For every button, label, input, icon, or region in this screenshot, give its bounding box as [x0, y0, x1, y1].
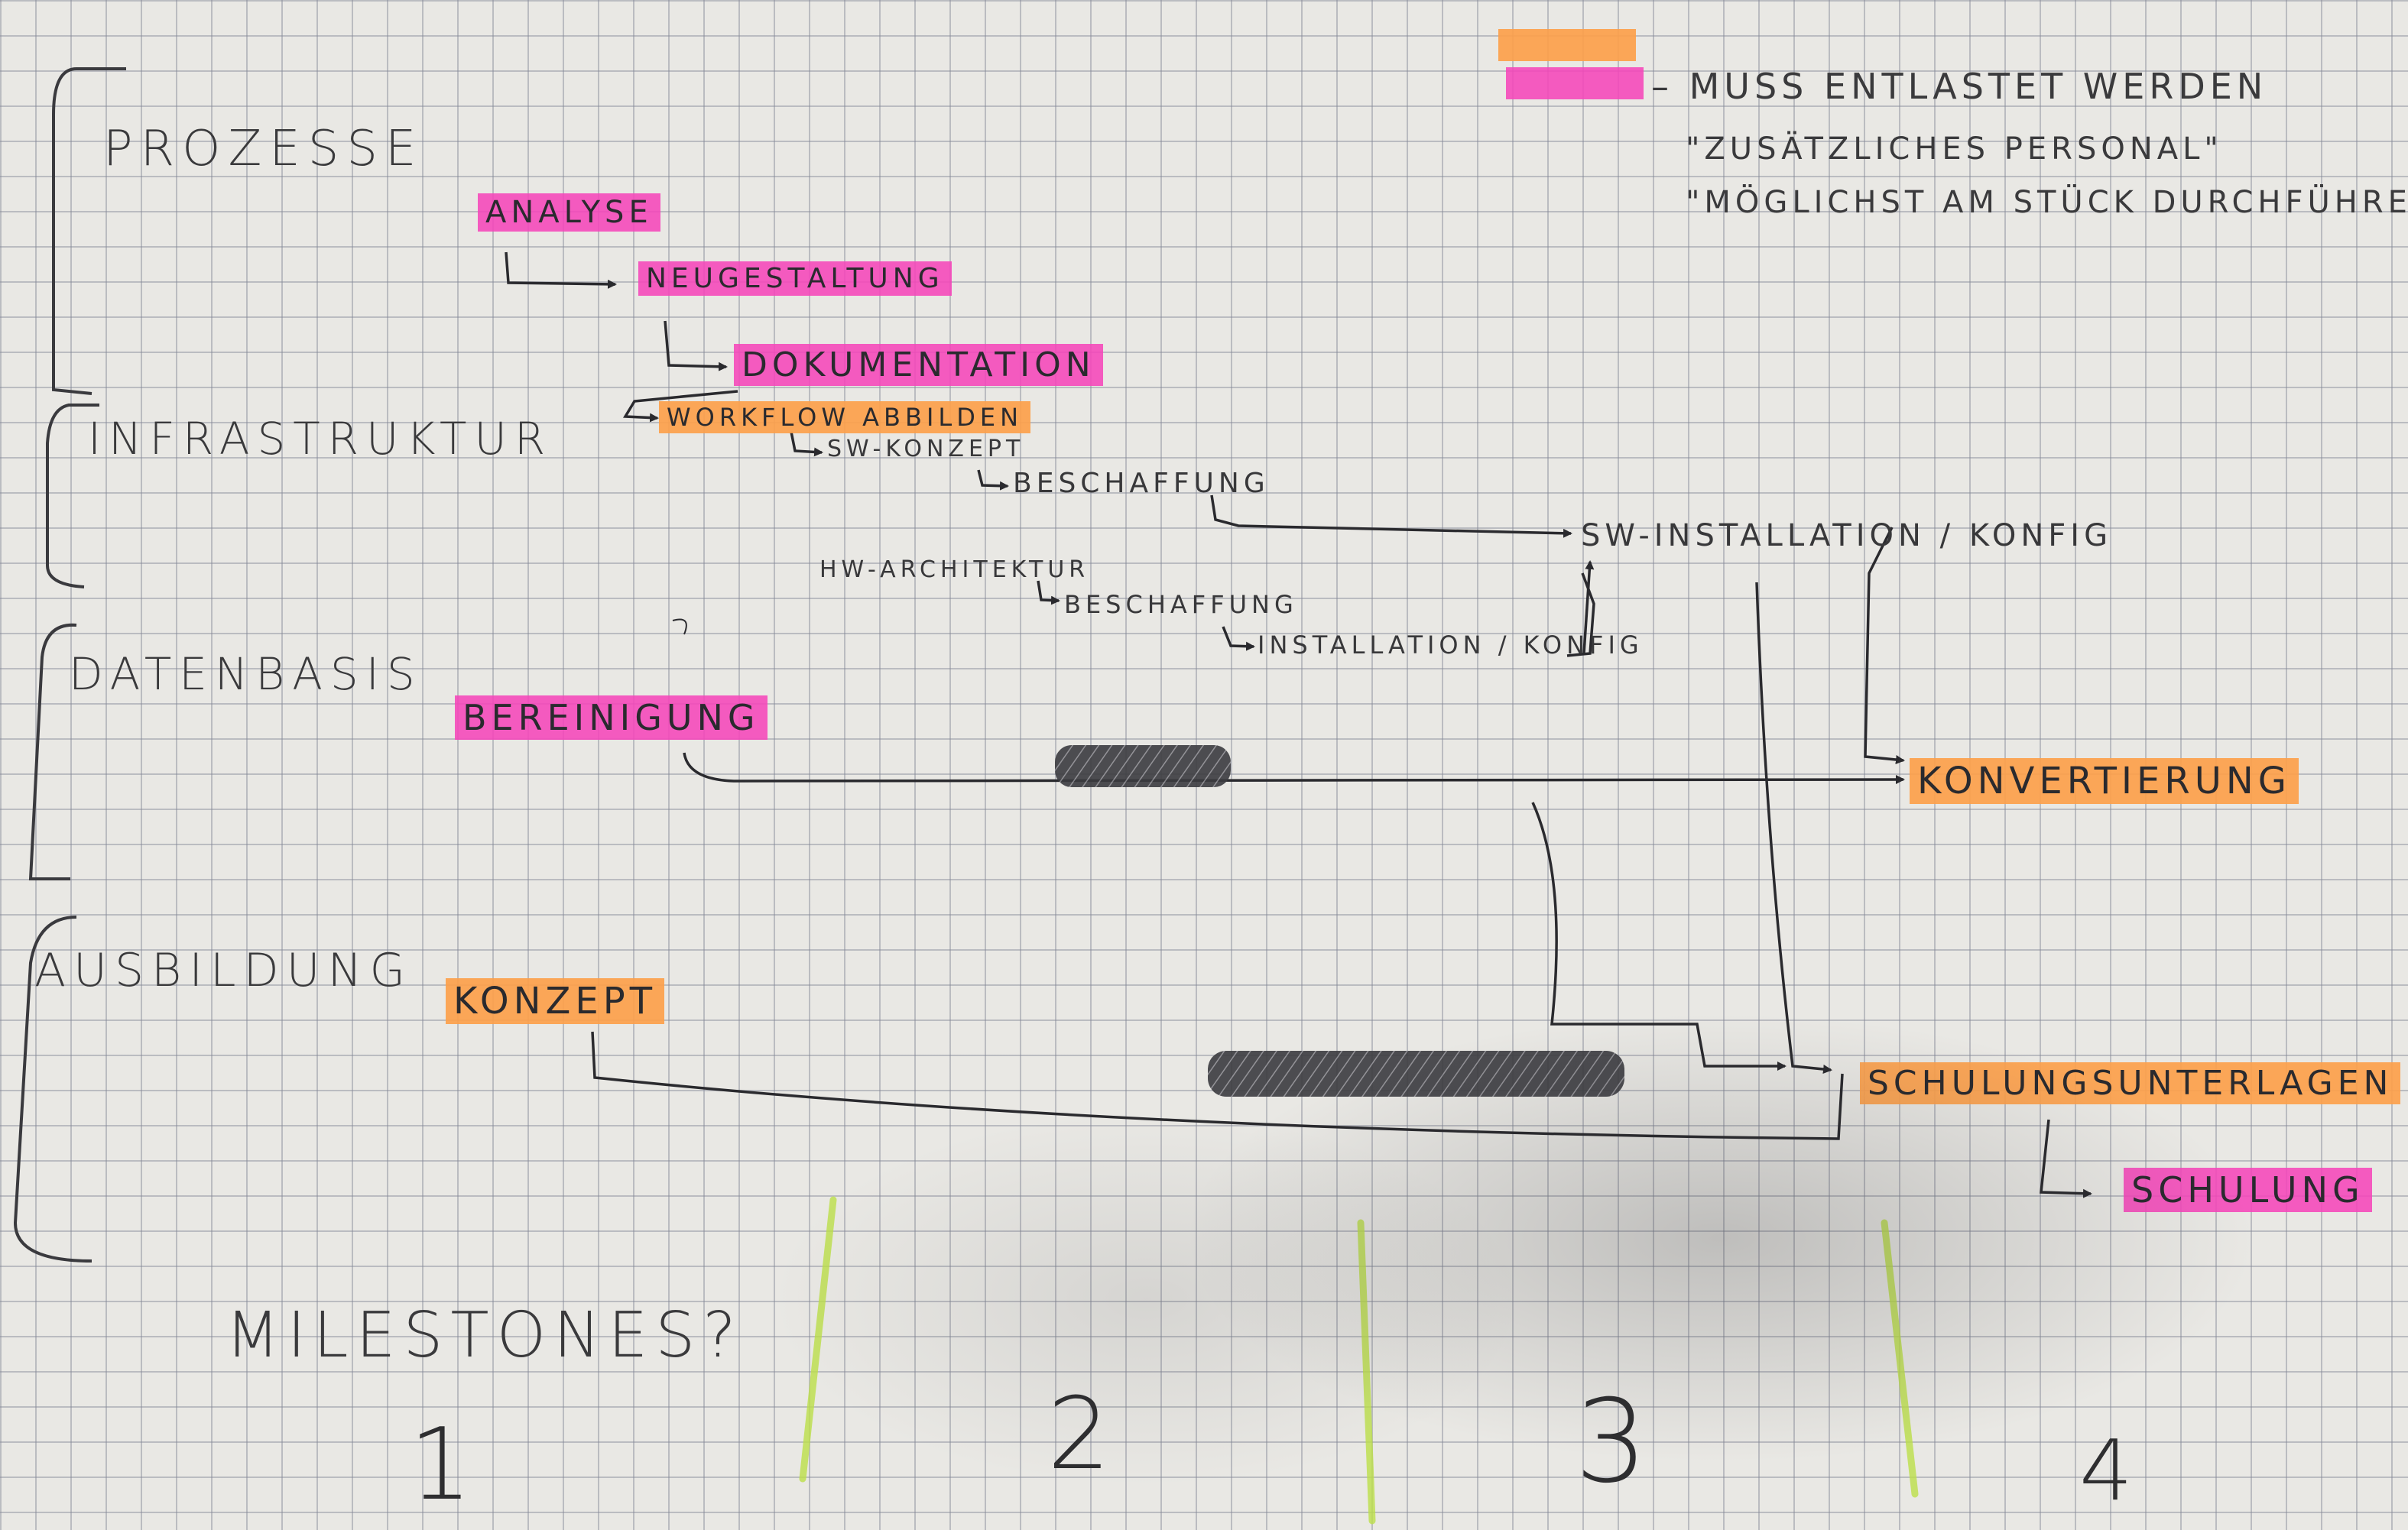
task-workflow-abbilden: WORKFLOW ABBILDEN: [659, 401, 1030, 433]
legend-note-1: "ZUSÄTZLICHES PERSONAL": [1686, 131, 2223, 167]
task-installation-konfig: INSTALLATION / KONFIG: [1258, 630, 1644, 660]
category-ausbildung: AUSBILDUNG: [34, 944, 413, 997]
task-schulungsunterlagen: SCHULUNGSUNTERLAGEN: [1860, 1062, 2401, 1104]
milestone-separator-2: [1357, 1219, 1376, 1525]
task-konzept: KONZEPT: [446, 978, 665, 1024]
legend-swatch-pink: [1506, 67, 1644, 99]
category-prozesse: PROZESSE: [103, 121, 424, 177]
category-infrastruktur: INFRASTRUKTUR: [88, 413, 553, 465]
task-beschaffung-hw: BESCHAFFUNG: [1064, 590, 1298, 619]
scribble-ausbildung: [1208, 1051, 1624, 1097]
bracket-prozesse: [52, 67, 126, 395]
legend-note-2: "MÖGLICHST AM STÜCK DURCHFÜHREN: [1686, 185, 2408, 220]
milestones-title: MILESTONES?: [226, 1299, 744, 1372]
milestone-label-2: 2: [1047, 1376, 1115, 1492]
milestone-label-3: 3: [1575, 1376, 1653, 1509]
category-datenbasis: DATENBASIS: [69, 648, 423, 700]
milestone-label-1: 1: [409, 1406, 477, 1522]
task-konvertierung: KONVERTIERUNG: [1910, 758, 2299, 804]
milestone-label-4: 4: [2079, 1421, 2137, 1519]
task-bereinigung: BEREINIGUNG: [455, 695, 768, 740]
task-sw-installation: SW-INSTALLATION / KONFIG: [1581, 518, 2113, 553]
bracket-datenbasis: [28, 623, 77, 880]
milestone-separator-3: [1881, 1219, 1919, 1498]
legend-swatch-orange: [1498, 29, 1636, 61]
bracket-infrastruktur: [46, 404, 99, 588]
task-dokumentation: DOKUMENTATION: [734, 344, 1103, 386]
task-hw-architektur: HW-ARCHITEKTUR: [819, 556, 1090, 583]
bracket-ausbildung: [13, 916, 92, 1263]
legend-text: – MUSS ENTLASTET WERDEN: [1651, 66, 2268, 107]
scribble-datenbasis: [1055, 745, 1231, 787]
task-sw-konzept: SW-KONZEPT: [827, 436, 1025, 462]
task-schulung: SCHULUNG: [2124, 1168, 2372, 1212]
task-neugestaltung: NEUGESTALTUNG: [638, 261, 952, 296]
milestone-separator-1: [799, 1196, 837, 1483]
task-analyse: ANALYSE: [478, 193, 660, 232]
task-beschaffung-sw: BESCHAFFUNG: [1013, 468, 1270, 499]
